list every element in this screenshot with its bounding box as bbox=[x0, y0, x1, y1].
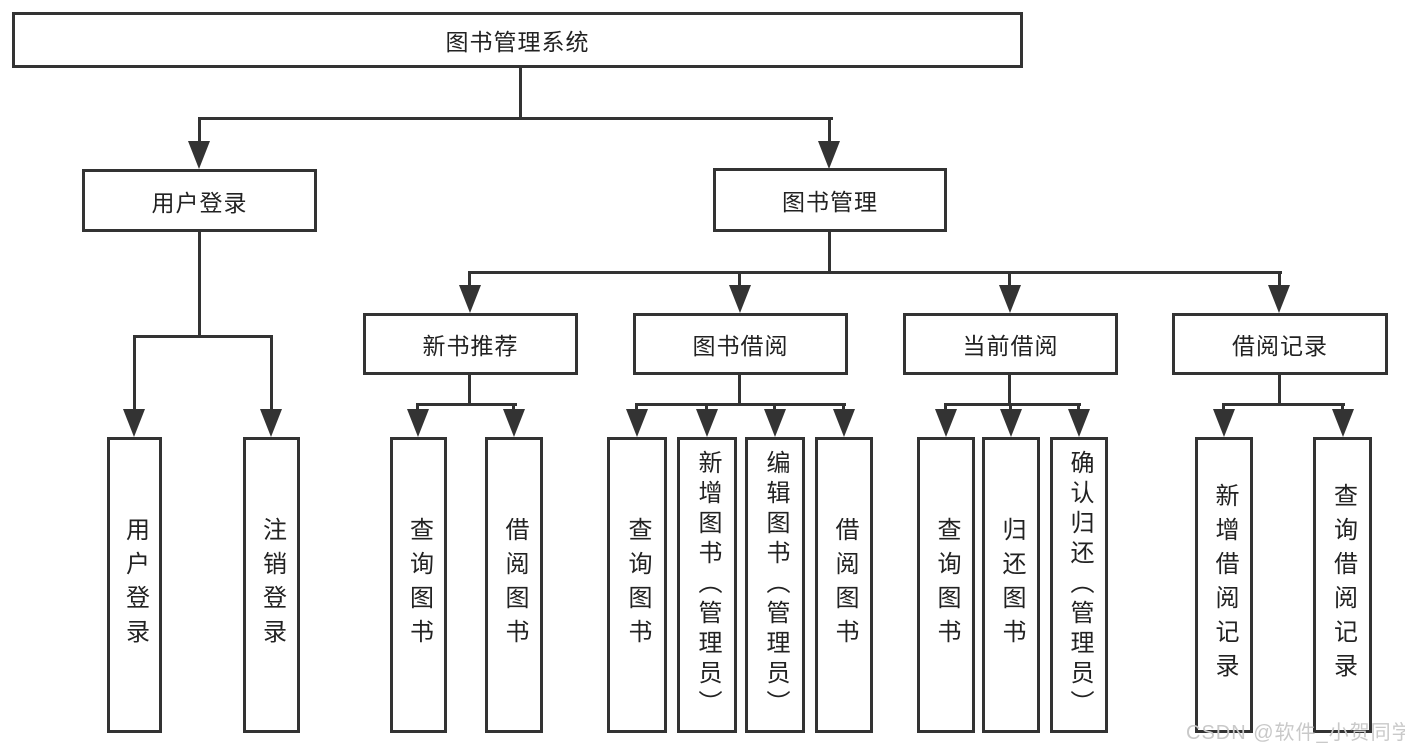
leaf-label: 新增图书（管理员） bbox=[694, 450, 721, 720]
leaf-borrow-edit-books-admin: 编辑图书（管理员） bbox=[745, 437, 805, 733]
node-label: 新书推荐 bbox=[422, 333, 519, 359]
leaf-borrow-borrow-books: 借阅图书 bbox=[815, 437, 873, 733]
arrowhead-down bbox=[1332, 409, 1354, 437]
arrowhead-down bbox=[260, 409, 282, 437]
arrowhead-down bbox=[626, 409, 648, 437]
connector-line bbox=[1278, 375, 1281, 403]
connector-line bbox=[1009, 403, 1012, 411]
leaf-label: 查询图书 bbox=[405, 517, 433, 653]
leaf-label: 借阅图书 bbox=[501, 517, 528, 653]
arrowhead-down bbox=[407, 409, 429, 437]
arrowhead-down bbox=[764, 409, 786, 437]
node-label: 图书管理 bbox=[782, 189, 878, 215]
leaf-newbook-borrow-books: 借阅图书 bbox=[485, 437, 543, 733]
arrowhead-down bbox=[1213, 409, 1235, 437]
connector-line bbox=[635, 403, 846, 406]
connector-line bbox=[133, 335, 136, 409]
connector-line bbox=[705, 403, 708, 411]
leaf-logout: 注销登录 bbox=[243, 437, 300, 733]
connector-line bbox=[635, 403, 638, 411]
connector-line bbox=[133, 335, 273, 338]
arrowhead-down bbox=[729, 285, 751, 313]
node-label: 图书借阅 bbox=[692, 333, 789, 359]
node-borrowing-records: 借阅记录 bbox=[1172, 313, 1388, 375]
connector-line bbox=[738, 271, 741, 285]
node-new-book-recommendation: 新书推荐 bbox=[363, 313, 578, 375]
arrowhead-down bbox=[1068, 409, 1090, 437]
leaf-label: 编辑图书（管理员） bbox=[762, 450, 789, 720]
connector-line bbox=[842, 403, 845, 411]
connector-line bbox=[738, 375, 741, 403]
leaf-label: 注销登录 bbox=[258, 517, 286, 653]
connector-line bbox=[828, 232, 831, 271]
connector-line bbox=[1222, 403, 1345, 406]
connector-line bbox=[198, 117, 833, 120]
arrowhead-down bbox=[1000, 409, 1022, 437]
connector-line bbox=[512, 403, 515, 411]
leaf-user-login: 用户登录 bbox=[107, 437, 162, 733]
leaf-label: 查询图书 bbox=[933, 517, 960, 653]
leaf-label: 查询借阅记录 bbox=[1329, 483, 1357, 687]
leaf-borrow-query-books: 查询图书 bbox=[607, 437, 667, 733]
node-book-borrowing: 图书借阅 bbox=[633, 313, 848, 375]
arrowhead-down bbox=[123, 409, 145, 437]
leaf-label: 确认归还（管理员） bbox=[1066, 450, 1093, 720]
connector-line bbox=[270, 335, 273, 409]
leaf-label: 用户登录 bbox=[121, 517, 149, 653]
arrowhead-down bbox=[459, 285, 481, 313]
connector-line bbox=[416, 403, 419, 411]
connector-line bbox=[1222, 403, 1225, 411]
arrowhead-down bbox=[818, 141, 840, 169]
arrowhead-down bbox=[696, 409, 718, 437]
connector-line bbox=[773, 403, 776, 411]
arrowhead-down bbox=[188, 141, 210, 169]
node-current-borrowing: 当前借阅 bbox=[903, 313, 1118, 375]
connector-line bbox=[944, 403, 947, 411]
connector-line bbox=[1278, 271, 1281, 285]
connector-line bbox=[1008, 271, 1011, 285]
watermark: CSDN @软件_小贺同学 bbox=[1186, 722, 1405, 744]
node-root: 图书管理系统 bbox=[12, 12, 1023, 68]
leaf-current-return-books: 归还图书 bbox=[982, 437, 1040, 733]
connector-line bbox=[468, 271, 471, 285]
node-label: 用户登录 bbox=[151, 189, 248, 216]
node-root-label: 图书管理系统 bbox=[445, 29, 590, 55]
connector-line bbox=[828, 117, 831, 143]
connector-line bbox=[468, 375, 471, 403]
connector-line bbox=[198, 117, 201, 143]
leaf-current-query-books: 查询图书 bbox=[917, 437, 975, 733]
leaf-label: 新增借阅记录 bbox=[1211, 483, 1238, 687]
arrowhead-down bbox=[503, 409, 525, 437]
connector-line bbox=[1008, 375, 1011, 403]
node-book-management: 图书管理 bbox=[713, 168, 947, 232]
node-user-login: 用户登录 bbox=[82, 169, 317, 232]
leaf-label: 借阅图书 bbox=[831, 517, 858, 653]
connector-line bbox=[1341, 403, 1344, 411]
connector-line bbox=[519, 68, 522, 117]
leaf-records-add-borrow-record: 新增借阅记录 bbox=[1195, 437, 1253, 733]
leaf-label: 查询图书 bbox=[624, 517, 651, 653]
leaf-records-query-borrow-record: 查询借阅记录 bbox=[1313, 437, 1372, 733]
node-label: 当前借阅 bbox=[962, 333, 1059, 359]
node-label: 借阅记录 bbox=[1232, 333, 1328, 359]
arrowhead-down bbox=[833, 409, 855, 437]
connector-line bbox=[416, 403, 517, 406]
connector-line bbox=[468, 271, 1282, 274]
connector-line bbox=[1077, 403, 1080, 411]
arrowhead-down bbox=[1268, 285, 1290, 313]
leaf-label: 归还图书 bbox=[998, 517, 1025, 653]
connector-line bbox=[198, 232, 201, 335]
connector-line bbox=[944, 403, 1081, 406]
arrowhead-down bbox=[935, 409, 957, 437]
leaf-newbook-query-books: 查询图书 bbox=[390, 437, 447, 733]
arrowhead-down bbox=[999, 285, 1021, 313]
leaf-current-confirm-return-admin: 确认归还（管理员） bbox=[1050, 437, 1108, 733]
leaf-borrow-add-books-admin: 新增图书（管理员） bbox=[677, 437, 737, 733]
